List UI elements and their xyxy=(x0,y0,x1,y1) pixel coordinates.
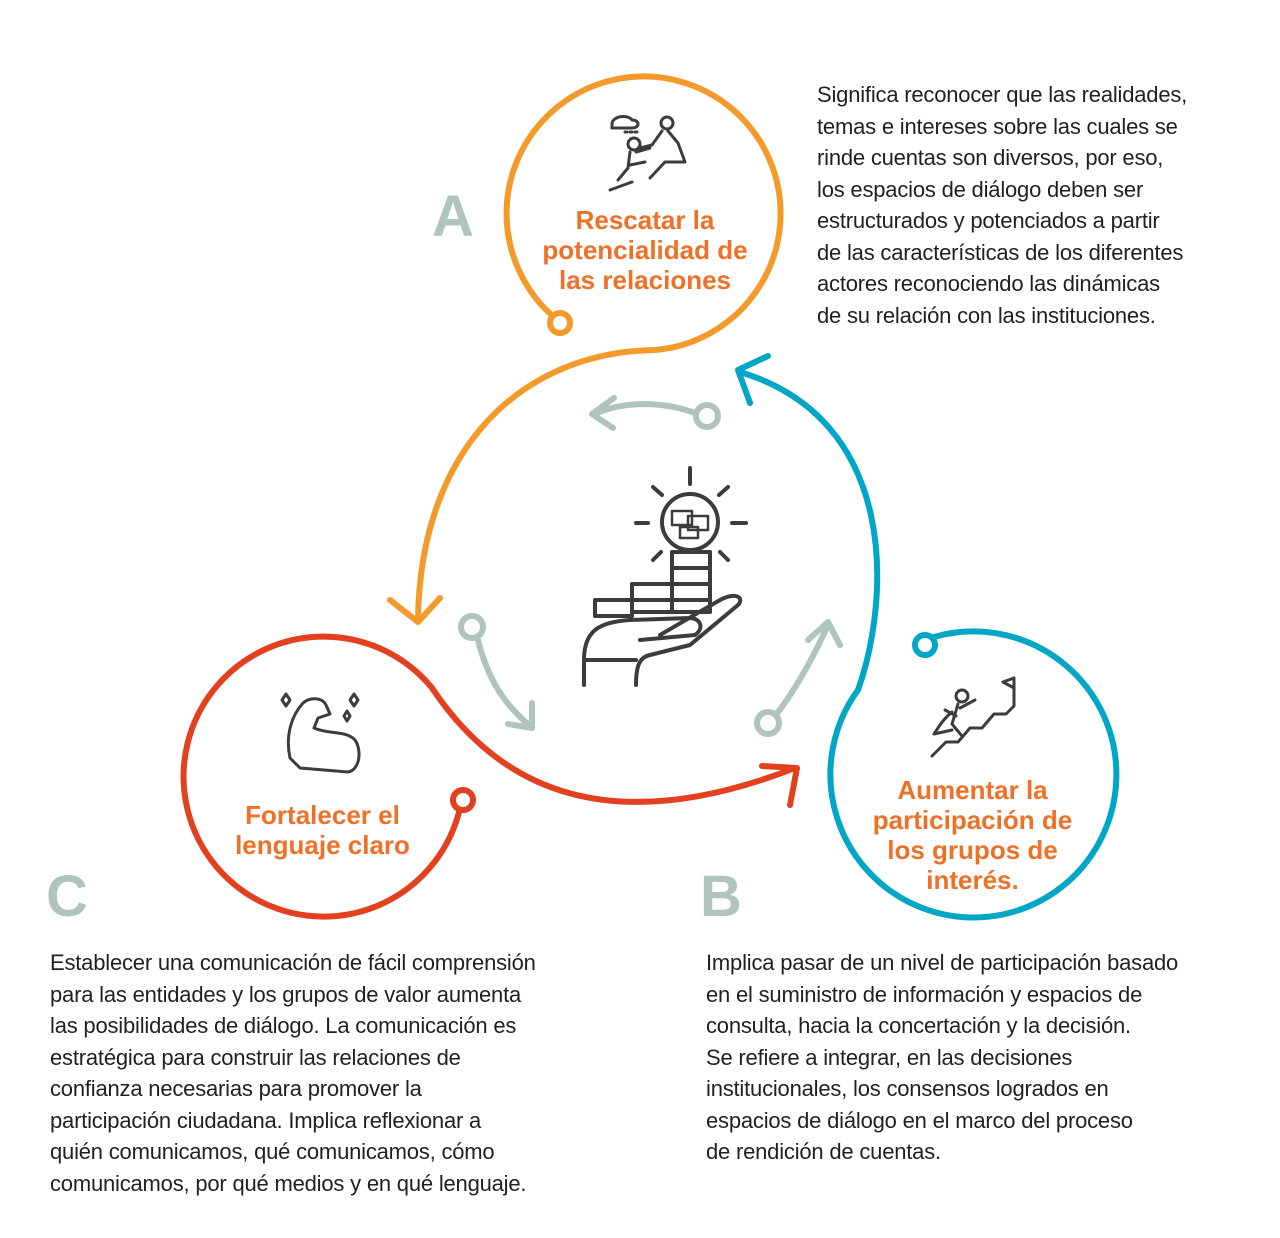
arrowhead-orange xyxy=(387,595,443,625)
inner-arrow-right-head xyxy=(805,619,843,648)
arrowhead-red xyxy=(759,763,800,808)
section-title-b: Aumentar la participación de los grupos … xyxy=(872,775,1073,895)
inner-arrow-left-dot xyxy=(458,613,486,641)
ring-c xyxy=(180,633,798,920)
hero-climbing-stairs-flag-icon xyxy=(930,676,1016,758)
inner-arrow-left-head xyxy=(505,700,535,731)
section-description-b: Implica pasar de un nivel de participaci… xyxy=(706,950,1179,1164)
helping-hand-climb-icon xyxy=(608,115,687,192)
ring-c-endpoint xyxy=(450,787,476,813)
ring-a-endpoint xyxy=(547,310,573,336)
inner-arrow-top xyxy=(592,401,698,417)
inner-arrow-right xyxy=(775,622,831,715)
ring-b xyxy=(737,369,1120,921)
strong-arm-icon xyxy=(280,692,361,774)
inner-arrow-left xyxy=(475,637,533,729)
section-title-c: Fortalecer el lenguaje claro xyxy=(235,800,410,860)
arrowhead-blue xyxy=(735,353,771,406)
ring-a xyxy=(415,73,784,623)
section-letter-b: B xyxy=(700,864,742,929)
hand-holding-steps-dialogue-icon xyxy=(582,466,748,687)
ring-b-endpoint xyxy=(912,632,938,658)
inner-arrow-top-dot xyxy=(693,402,721,430)
section-description-a: Significa reconocer que las realidades, … xyxy=(817,82,1188,328)
section-letter-c: C xyxy=(46,864,88,929)
inner-arrow-right-dot xyxy=(754,709,782,737)
section-description-c: Establecer una comunicación de fácil com… xyxy=(50,950,536,1196)
section-letter-a: A xyxy=(432,184,474,249)
inner-arrow-top-head xyxy=(589,395,617,431)
section-title-a: Rescatar la potencialidad de las relacio… xyxy=(542,205,748,295)
